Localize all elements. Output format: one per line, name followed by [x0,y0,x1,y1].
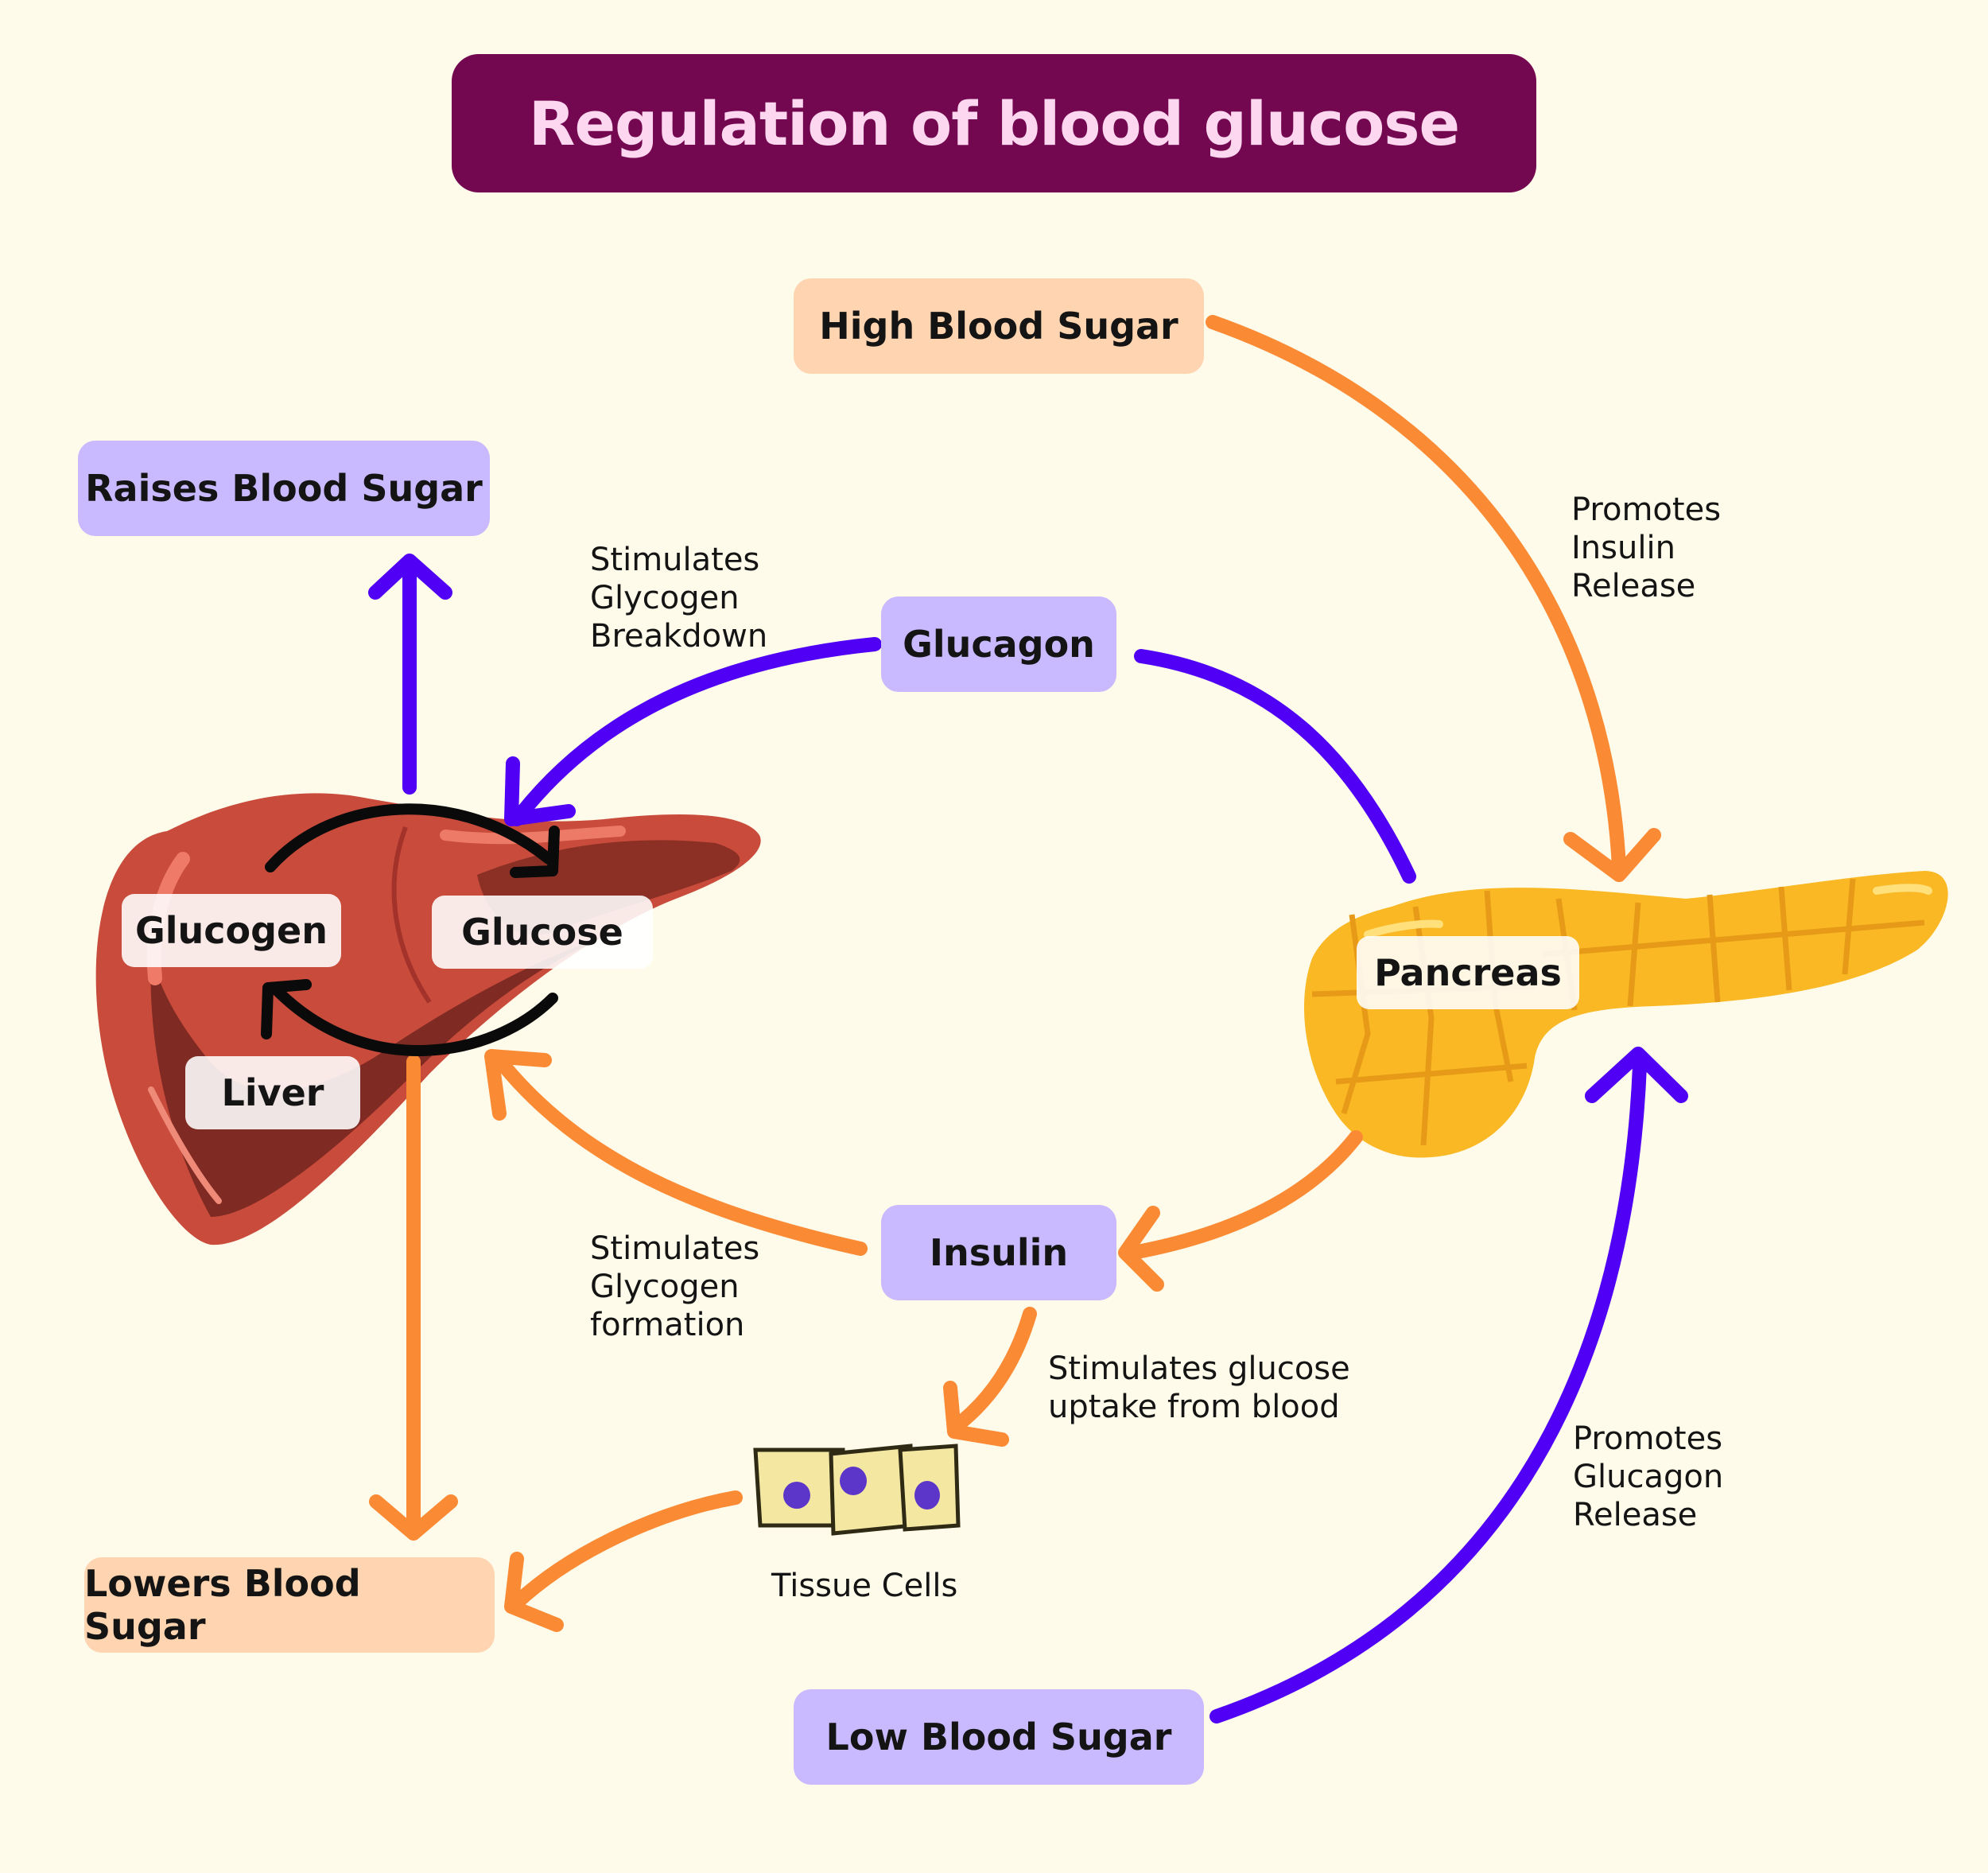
pancreas-illustration [1304,871,1948,1158]
arrow-high-to-pancreas [1206,315,1626,874]
lowers-blood-sugar-box: Lowers Blood Sugar [84,1557,495,1653]
low-blood-sugar-box: Low Blood Sugar [794,1689,1204,1785]
arrowhead-pancreas-to-insulin [1118,1206,1164,1292]
raises-blood-sugar-box: Raises Blood Sugar [78,441,490,536]
high-blood-sugar-box: High Blood Sugar [794,278,1204,374]
arrowhead-glucose-to-glucogen [261,979,312,1039]
arrowhead-glucagon-to-liver [504,756,576,826]
glucose-label: Glucose [432,896,653,969]
arrowhead-insulin-to-tissue [943,1381,1009,1447]
page-title: Regulation of blood glucose [528,87,1460,159]
arrowhead-liver-to-raises [368,554,452,600]
arrowhead-liver-to-lowers [369,1494,458,1541]
glycogen-breakdown-note: Stimulates Glycogen Breakdown [590,542,768,655]
arrow-glucose-to-glucogen [269,982,558,1057]
tissue-cells-label: Tissue Cells [771,1568,958,1604]
glucogen-label: Glucogen [122,894,341,967]
title-banner: Regulation of blood glucose [452,54,1536,192]
glucose-uptake-note: Stimulates glucose uptake from blood [1048,1350,1350,1425]
arrow-tissue-to-lowers [510,1490,743,1610]
arrowhead-glucogen-to-glucose [510,826,560,878]
promotes-glucagon-note: Promotes Glucagon Release [1573,1420,1724,1533]
pancreas-label: Pancreas [1357,936,1579,1009]
arrow-insulin-to-liver [492,1053,868,1256]
tissue-cells-illustration [753,1444,961,1536]
arrow-low-to-pancreas [1209,1059,1647,1723]
arrowhead-high-to-pancreas [1563,828,1661,882]
insulin-box: Insulin [881,1205,1116,1300]
arrow-insulin-to-tissue [947,1307,1037,1435]
arrow-pancreas-to-glucagon [1134,649,1416,884]
glycogen-formation-note: Stimulates Glycogen formation [590,1230,760,1343]
arrowhead-tissue-to-lowers [504,1552,564,1632]
liver-label: Liver [185,1056,360,1129]
glucagon-box: Glucagon [881,596,1116,692]
arrow-glucagon-to-liver [510,637,882,826]
arrowhead-insulin-to-liver [484,1049,552,1121]
promotes-insulin-note: Promotes Insulin Release [1571,492,1722,604]
arrow-pancreas-to-insulin [1126,1130,1363,1260]
arrow-glucogen-to-glucose [265,803,554,872]
arrowhead-low-to-pancreas [1585,1047,1688,1103]
